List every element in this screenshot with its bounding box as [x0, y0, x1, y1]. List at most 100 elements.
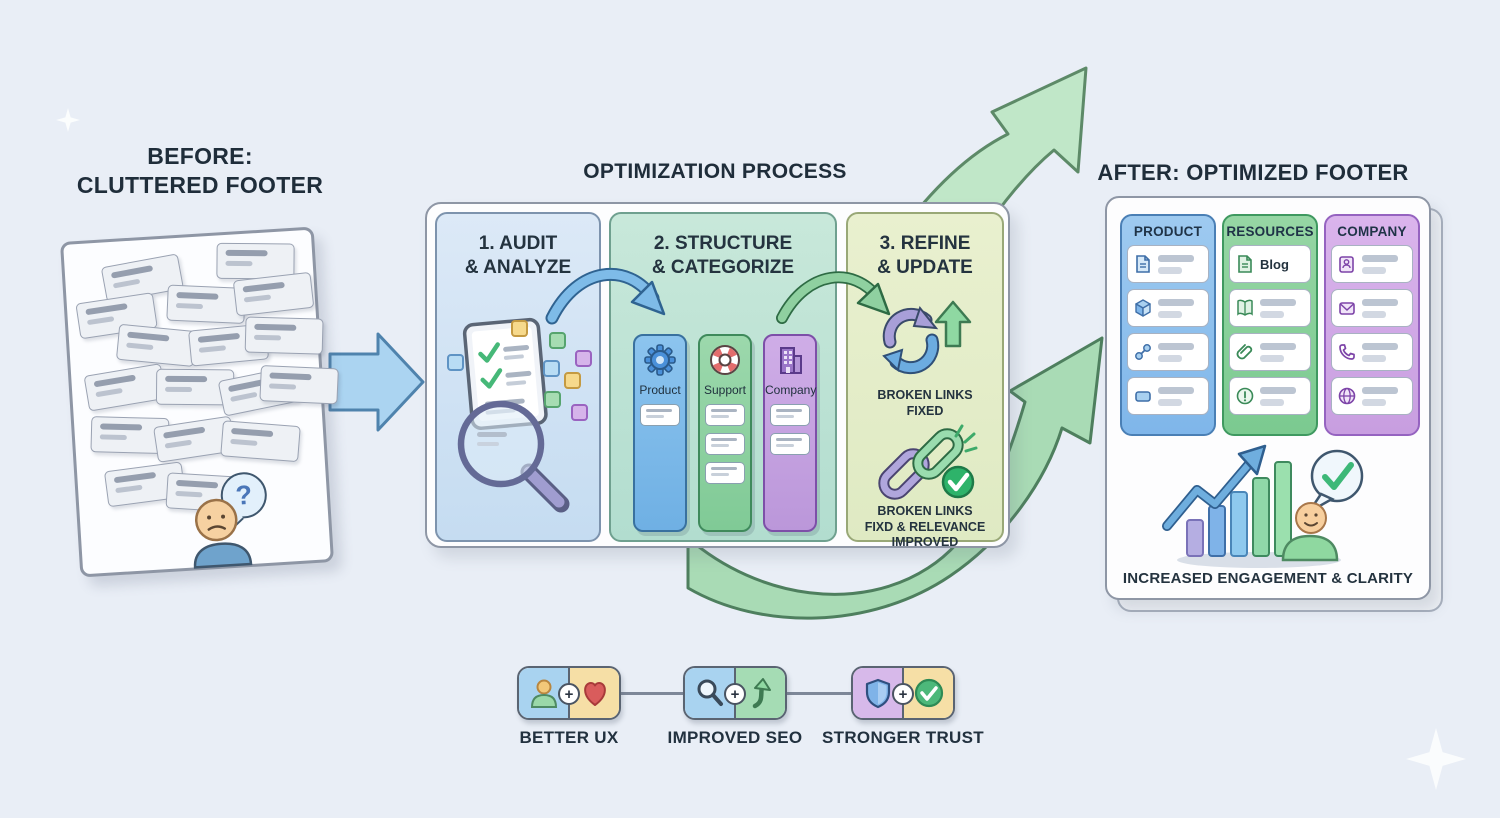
footer-link-item — [1331, 377, 1413, 415]
plus-icon: + — [724, 683, 746, 705]
optimization-process-panel: 1. AUDIT & ANALYZE — [425, 202, 1010, 549]
fragment-square — [575, 350, 592, 367]
placeholder-card — [705, 462, 745, 484]
footer-link-item — [1127, 289, 1209, 327]
benefit-connector-line — [787, 692, 851, 695]
note-card — [232, 271, 315, 317]
footer-link-item — [1229, 333, 1311, 371]
paperclip-icon — [1236, 344, 1253, 360]
process-title: OPTIMIZATION PROCESS — [583, 160, 847, 183]
optimized-footer-panel: PRODUCT — [1105, 196, 1431, 600]
mini-column-label: Product — [639, 383, 681, 397]
cluttered-footer-board: ? — [59, 226, 339, 578]
plus-icon: + — [558, 683, 580, 705]
footer-column-header: PRODUCT — [1133, 224, 1203, 239]
footer-link-item-blog: Blog — [1229, 245, 1311, 283]
note-card — [244, 316, 324, 355]
note-card — [83, 363, 167, 412]
button-icon — [1135, 391, 1151, 402]
footer-link-item — [1331, 245, 1413, 283]
footer-link-item — [1229, 289, 1311, 327]
audit-checklist-magnifier-icon — [457, 317, 570, 513]
magnifier-icon — [697, 679, 723, 706]
envelope-icon — [1339, 302, 1355, 315]
footer-column-resources: RESOURCES Blog — [1222, 214, 1318, 436]
footer-link-item — [1331, 333, 1413, 371]
before-title: BEFORE: CLUTTERED FOOTER — [76, 143, 324, 198]
footer-link-item — [1127, 333, 1209, 371]
after-caption: INCREASED ENGAGEMENT & CLARITY — [1122, 570, 1414, 587]
footer-link-item — [1331, 289, 1413, 327]
footer-link-item — [1127, 245, 1209, 283]
check-circle-icon — [914, 678, 943, 708]
user-icon — [530, 679, 557, 708]
fragment-square — [564, 372, 581, 389]
plus-sign: + — [564, 685, 574, 703]
building-icon — [780, 347, 802, 374]
cube-icon — [1135, 299, 1151, 317]
sparkle-icon — [56, 108, 80, 132]
chain-link-fixed-icon — [878, 424, 978, 500]
mini-column-company: Company — [763, 334, 817, 532]
placeholder-card — [705, 433, 745, 455]
mini-column-support: Support — [698, 334, 752, 532]
step-refine-panel: 3. REFINE & UPDATE BROKEN LINKS FIXED — [846, 212, 1004, 549]
step-title: 1. AUDIT & ANALYZE — [464, 233, 572, 278]
process-to-after-swoosh-arrow-icon — [686, 336, 1104, 620]
caption-broken-links-fixed: BROKEN LINKS FIXED — [877, 388, 973, 418]
benefit-label: IMPROVED SEO — [667, 728, 803, 747]
fragment-square — [543, 360, 560, 377]
footer-column-company: COMPANY — [1324, 214, 1420, 436]
benefit-label: STRONGER TRUST — [822, 728, 984, 747]
fragment-square — [544, 391, 561, 408]
note-card — [115, 323, 198, 368]
placeholder-card — [770, 404, 810, 426]
placeholder-card — [705, 404, 745, 426]
mini-column-label: Support — [703, 383, 747, 397]
footer-link-item — [1229, 377, 1311, 415]
fragment-square — [549, 332, 566, 349]
lifebuoy-icon — [710, 345, 740, 375]
contact-card-icon — [1339, 256, 1354, 273]
alert-circle-icon — [1236, 387, 1254, 405]
step2-to-step3-arrow-icon — [776, 271, 891, 324]
step-title: 3. REFINE & UPDATE — [877, 233, 973, 278]
footer-column-product: PRODUCT — [1120, 214, 1216, 436]
heart-icon — [583, 682, 606, 706]
placeholder-card — [640, 404, 680, 426]
note-card — [220, 420, 301, 463]
caption-relevance-improved: BROKEN LINKS FIXD & RELEVANCE IMPROVED — [864, 504, 986, 550]
gear-icon — [644, 344, 676, 376]
globe-icon — [1338, 387, 1356, 405]
document-icon — [1136, 255, 1150, 273]
plus-sign: + — [730, 685, 740, 703]
fragment-square — [447, 354, 464, 371]
phone-icon — [1339, 344, 1355, 360]
footer-link-item — [1127, 377, 1209, 415]
benefit-connector-line — [621, 692, 683, 695]
note-card — [259, 365, 339, 405]
plus-sign: + — [898, 685, 908, 703]
plus-icon: + — [892, 683, 914, 705]
shield-icon — [865, 678, 890, 709]
benefit-badge-stronger-trust — [851, 666, 955, 720]
growth-arrow-icon — [752, 678, 771, 709]
footer-column-header: COMPANY — [1337, 224, 1407, 239]
confused-person-icon — [193, 498, 253, 569]
placeholder-card — [770, 433, 810, 455]
benefit-label: BETTER UX — [519, 728, 619, 747]
book-icon — [1237, 299, 1253, 316]
mini-column-label: Company — [765, 383, 817, 397]
link-icon — [1135, 344, 1151, 360]
document-icon — [1238, 255, 1252, 273]
footer-column-header: RESOURCES — [1226, 224, 1314, 239]
step-audit-panel: 1. AUDIT & ANALYZE — [435, 212, 601, 542]
before-to-process-arrow-icon — [328, 332, 425, 432]
step1-to-step2-arrow-icon — [545, 268, 666, 325]
blog-link-label: Blog — [1260, 256, 1289, 272]
after-title: AFTER: OPTIMIZED FOOTER — [1097, 160, 1409, 185]
fragment-square — [571, 404, 588, 421]
fragment-square — [511, 320, 528, 337]
step-title: 2. STRUCTURE & CATEGORIZE — [651, 233, 795, 278]
engagement-growth-chart-icon — [1162, 444, 1364, 568]
